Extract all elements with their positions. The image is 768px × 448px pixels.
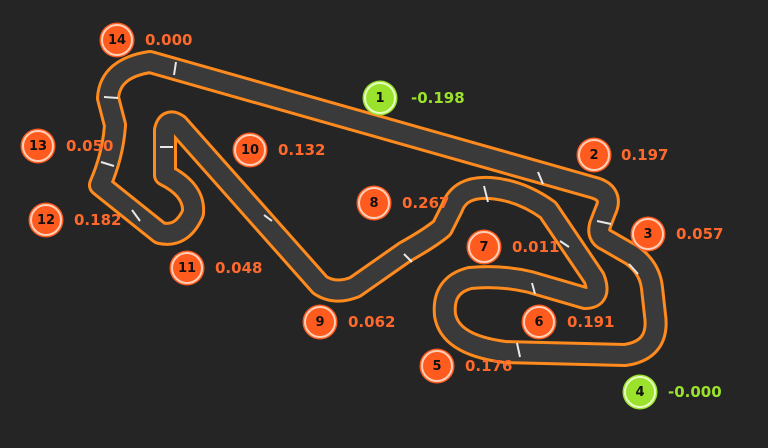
sector-tick <box>263 214 273 222</box>
corner-delta-14: 0.000 <box>145 31 193 49</box>
corner-delta-11: 0.048 <box>215 259 263 277</box>
corner-marker-10[interactable]: 10 <box>234 134 266 166</box>
corner-marker-13[interactable]: 13 <box>22 130 54 162</box>
sector-tick <box>103 96 119 99</box>
corner-delta-8: 0.267 <box>402 194 450 212</box>
corner-marker-12[interactable]: 12 <box>30 204 62 236</box>
corner-delta-6: 0.191 <box>567 313 615 331</box>
sector-tick <box>173 61 177 76</box>
sector-tick <box>131 209 141 222</box>
corner-marker-8[interactable]: 8 <box>358 187 390 219</box>
sector-tick <box>531 282 536 295</box>
sector-tick <box>537 171 544 185</box>
corner-delta-2: 0.197 <box>621 146 669 164</box>
corner-marker-14[interactable]: 14 <box>101 24 133 56</box>
corner-delta-9: 0.062 <box>348 313 396 331</box>
corner-delta-4: -0.000 <box>668 383 722 401</box>
corner-marker-3[interactable]: 3 <box>632 218 664 250</box>
sector-tick <box>100 161 115 167</box>
corner-marker-5[interactable]: 5 <box>421 350 453 382</box>
sector-tick <box>483 185 489 203</box>
corner-marker-1[interactable]: 1 <box>364 82 396 114</box>
sector-tick <box>628 263 639 275</box>
track-surface <box>91 53 665 364</box>
corner-marker-6[interactable]: 6 <box>523 306 555 338</box>
corner-delta-3: 0.057 <box>676 225 724 243</box>
corner-delta-10: 0.132 <box>278 141 326 159</box>
sector-tick <box>403 253 413 263</box>
corner-marker-9[interactable]: 9 <box>304 306 336 338</box>
corner-delta-7: 0.011 <box>512 238 560 256</box>
sector-tick <box>516 342 521 358</box>
sector-tick <box>559 240 570 248</box>
corner-marker-2[interactable]: 2 <box>578 139 610 171</box>
sector-tick <box>596 220 612 225</box>
corner-marker-4[interactable]: 4 <box>624 376 656 408</box>
sector-ticks <box>100 61 639 358</box>
corner-delta-5: 0.176 <box>465 357 513 375</box>
corner-marker-7[interactable]: 7 <box>468 231 500 263</box>
corner-delta-1: -0.198 <box>411 89 465 107</box>
corner-marker-11[interactable]: 11 <box>171 252 203 284</box>
corner-delta-12: 0.182 <box>74 211 122 229</box>
corner-delta-13: 0.050 <box>66 137 114 155</box>
